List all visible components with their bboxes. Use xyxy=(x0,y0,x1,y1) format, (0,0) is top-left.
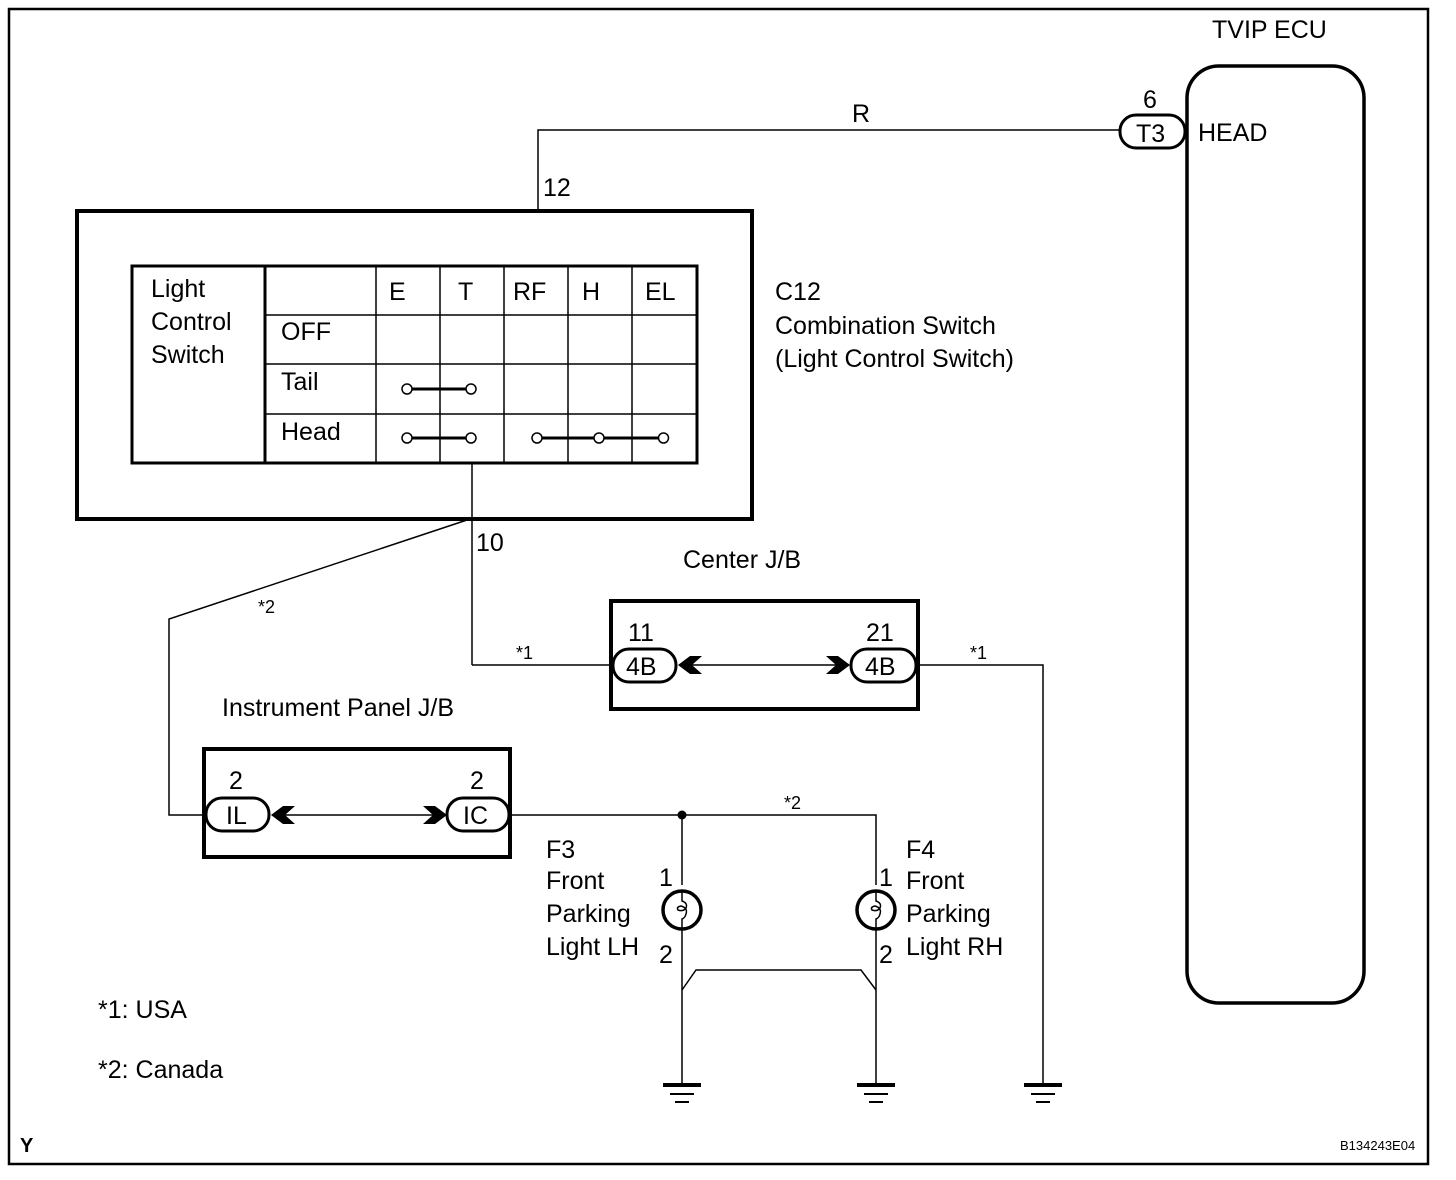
light-f4-pin-1: 1 xyxy=(879,864,893,892)
column-header-e: E xyxy=(389,278,406,306)
instrument-panel-jb-title: Instrument Panel J/B xyxy=(222,694,454,722)
switch-contact-node xyxy=(593,432,605,444)
light-control-switch-table: Light Control Switch E T RF H EL OFF Tai… xyxy=(130,264,699,465)
connector-t3-pin: 6 xyxy=(1143,86,1157,114)
switch-code: C12 xyxy=(775,278,821,306)
switch-connections xyxy=(401,383,670,444)
switch-contact-node xyxy=(401,432,413,444)
figure-id: B134243E04 xyxy=(1340,1138,1415,1153)
switch-subtitle: (Light Control Switch) xyxy=(775,345,1014,373)
ipjb-left-code: IL xyxy=(226,802,247,830)
light-f4-line-2: Parking xyxy=(906,900,991,928)
row-label-off: OFF xyxy=(281,318,331,346)
table-title-line-3: Switch xyxy=(151,341,225,369)
light-f4-line-1: Front xyxy=(906,867,964,895)
light-f4-pin-2: 2 xyxy=(879,941,893,969)
legend-canada: *2: Canada xyxy=(98,1056,223,1084)
table-title-line-1: Light xyxy=(151,275,205,303)
connector-t3: 6 T3 xyxy=(1118,86,1187,150)
center-jb-right-pin: 21 xyxy=(866,619,894,647)
switch-contact-node xyxy=(531,432,543,444)
combination-switch: C12 Combination Switch (Light Control Sw… xyxy=(75,209,1014,521)
column-header-el: EL xyxy=(645,278,676,306)
wire-note-usa-right: *1 xyxy=(970,643,987,663)
center-jb-right-terminal-icon xyxy=(826,656,850,674)
legend-usa: *1: USA xyxy=(98,996,187,1024)
row-label-tail: Tail xyxy=(281,368,319,396)
tvip-ecu-title: TVIP ECU xyxy=(1212,16,1327,44)
center-jb: Center J/B 11 4B 21 4B xyxy=(609,546,920,711)
switch-contact-node xyxy=(465,432,477,444)
tvip-ecu-body xyxy=(1185,64,1366,1005)
ground-icon xyxy=(857,1083,895,1103)
light-f3-line-3: Light LH xyxy=(546,933,639,961)
light-f3-line-2: Parking xyxy=(546,900,631,928)
center-jb-left-pin: 11 xyxy=(628,619,654,647)
connector-t3-code: T3 xyxy=(1136,120,1165,148)
center-jb-left-connector xyxy=(611,647,678,684)
combination-switch-box xyxy=(75,209,754,521)
switch-name: Combination Switch xyxy=(775,312,996,340)
table-title-line-2: Control xyxy=(151,308,232,336)
ipjb-left-pin: 2 xyxy=(229,767,243,795)
ground-bracket xyxy=(681,969,877,991)
column-header-t: T xyxy=(458,278,473,306)
center-jb-right-code: 4B xyxy=(865,653,896,681)
diagram-frame xyxy=(7,7,1430,1166)
ipjb-right-terminal-icon xyxy=(423,806,447,824)
switch-pin-12: 12 xyxy=(543,174,571,202)
wire-note-canada-diag: *2 xyxy=(258,597,275,617)
wire-canada-diagonal xyxy=(168,518,471,816)
center-jb-right-connector xyxy=(849,647,918,684)
center-jb-title: Center J/B xyxy=(683,546,801,574)
ground-icon xyxy=(1024,1083,1062,1103)
corner-mark: Y xyxy=(20,1135,34,1157)
tvip-ecu-terminal-head: HEAD xyxy=(1198,119,1267,147)
wire-usa-right xyxy=(918,664,1044,1085)
switch-contact-node xyxy=(401,383,413,395)
ipjb-right-pin: 2 xyxy=(470,767,484,795)
row-label-head: Head xyxy=(281,418,341,446)
switch-pin-10: 10 xyxy=(476,529,504,557)
ground-icon xyxy=(663,1083,701,1103)
light-f3-code: F3 xyxy=(546,836,575,864)
wire-note-canada-lights: *2 xyxy=(784,793,801,813)
wire-color-label: R xyxy=(852,100,870,128)
ipjb-left-connector xyxy=(204,796,271,833)
light-f3-line-1: Front xyxy=(546,867,604,895)
wire-r xyxy=(537,129,1120,211)
light-f4-line-3: Light RH xyxy=(906,933,1003,961)
switch-contact-node xyxy=(465,383,477,395)
ipjb-right-code: IC xyxy=(463,802,488,830)
tvip-ecu: TVIP ECU HEAD xyxy=(1185,16,1366,1005)
light-f4-code: F4 xyxy=(906,836,935,864)
bulb-filament xyxy=(870,891,882,929)
wire-note-usa-left: *1 xyxy=(516,643,533,663)
bulb-filament xyxy=(676,891,688,929)
light-f3-pin-2: 2 xyxy=(659,941,673,969)
instrument-panel-jb: Instrument Panel J/B 2 IL 2 IC xyxy=(202,694,512,859)
light-f3: F3 Front Parking Light LH 1 2 xyxy=(546,836,703,1085)
wire-canada-lights xyxy=(509,814,877,885)
light-f3-pin-1: 1 xyxy=(659,864,673,892)
column-header-h: H xyxy=(582,278,600,306)
switch-contact-node xyxy=(657,432,670,444)
center-jb-left-code: 4B xyxy=(626,653,657,681)
light-f4: F4 Front Parking Light RH 1 2 xyxy=(855,836,1003,1085)
column-header-rf: RF xyxy=(513,278,546,306)
